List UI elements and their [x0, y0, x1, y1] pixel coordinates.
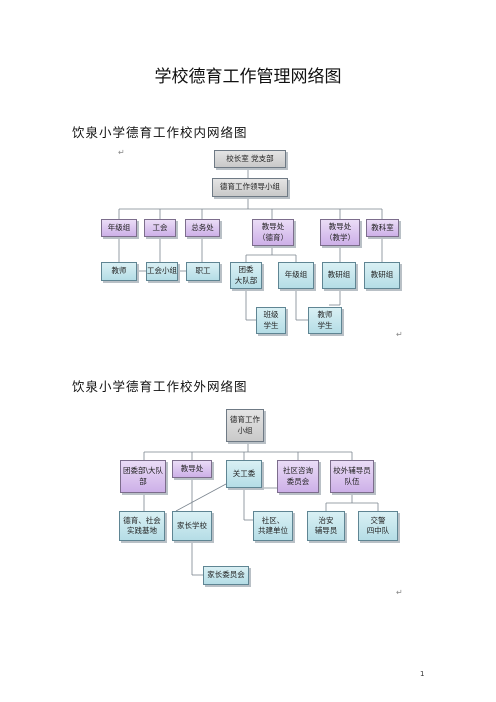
node-traffic-police: 交警 四中队	[358, 511, 398, 541]
node-community-advisory: 社区咨询 委员会	[277, 460, 319, 493]
node-caring-committee: 关工委	[226, 460, 262, 488]
node-general-affairs: 总务处	[185, 219, 220, 237]
node-teaching-office-moral: 教导处 （德育）	[252, 219, 294, 246]
node-teachers-students: 教师 学生	[308, 307, 342, 334]
node-grade-group-2: 年级组	[278, 262, 314, 289]
node-moral-education-leading-group: 德育工作领导小组	[212, 178, 288, 197]
node-grade-group: 年级组	[101, 219, 137, 237]
node-union-team: 工会小组	[146, 262, 178, 281]
page-number: 1	[420, 670, 425, 678]
node-staff: 职工	[186, 262, 220, 281]
section-heading-internal: 饮泉小学德育工作校内网络图	[72, 125, 248, 140]
node-moral-education-team: 德育工作小组	[226, 409, 264, 442]
node-community-partners: 社区、 共建单位	[253, 511, 293, 541]
paragraph-mark: ↵	[396, 330, 403, 339]
node-practice-base: 德育、社会 实践基地	[119, 511, 165, 541]
node-labor-union: 工会	[144, 219, 176, 237]
node-class-students: 班级 学生	[256, 307, 286, 334]
document-title: 学校德育工作管理网络图	[154, 67, 342, 87]
node-parent-school: 家长学校	[172, 511, 212, 541]
node-youth-league-dept: 团委部\大队部	[120, 460, 166, 493]
node-teaching-office-instruction: 教导处 （教学）	[320, 219, 360, 246]
node-external-counselors: 校外辅导员 队伍	[330, 460, 374, 493]
node-parent-committee: 家长委员会	[203, 566, 249, 585]
node-teachers: 教师	[101, 262, 137, 281]
node-youth-league: 团委 大队部	[230, 262, 262, 289]
section-heading-external: 饮泉小学德育工作校外网络图	[72, 379, 248, 394]
paragraph-mark: ↵	[396, 588, 403, 597]
node-teaching-office: 教导处	[172, 460, 212, 478]
node-research-group-2: 教研组	[364, 262, 400, 289]
paragraph-mark: ↵	[118, 148, 125, 157]
node-security-counselor: 治安 辅导员	[307, 511, 345, 541]
node-research-group: 教研组	[322, 262, 356, 289]
node-research-office: 教科室	[366, 219, 399, 237]
node-principal-office: 校长室 党支部	[214, 150, 286, 168]
